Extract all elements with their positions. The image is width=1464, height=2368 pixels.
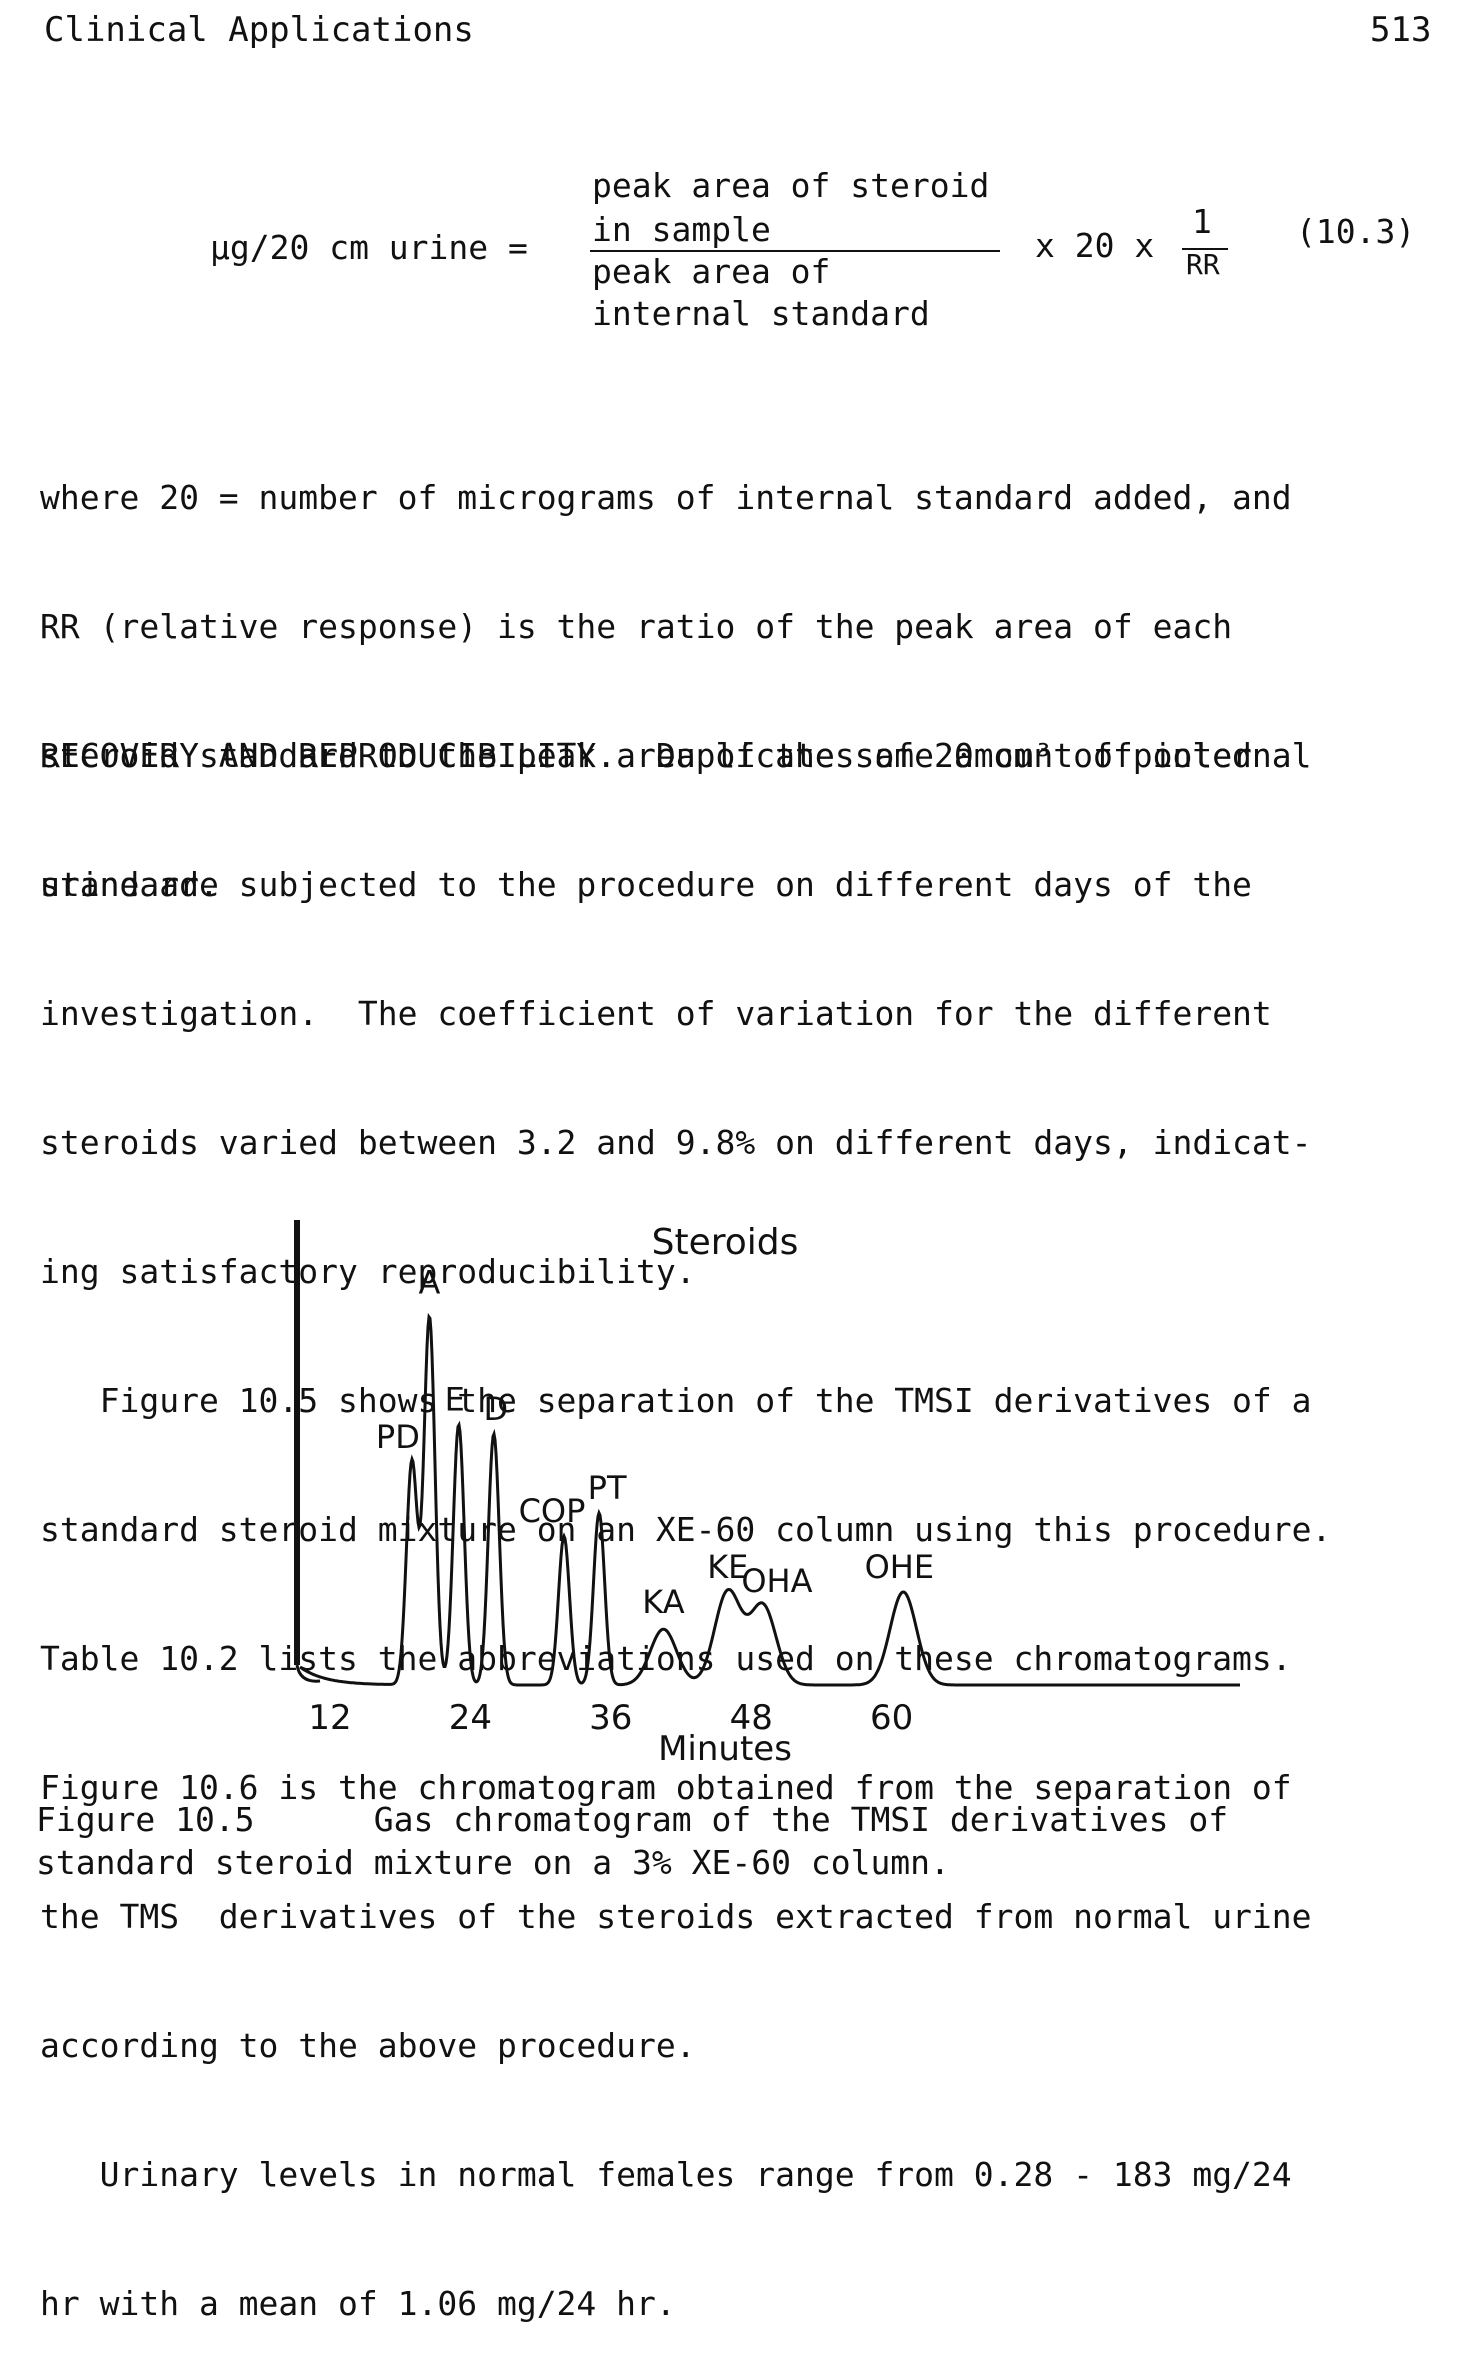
text-line: Figure 10.6 is the chromatogram obtained… (40, 1768, 1292, 1807)
text-line: the TMS derivatives of the steroids extr… (40, 1897, 1312, 1936)
text-line: where 20 = number of micrograms of inter… (40, 478, 1292, 517)
text-line: steroids varied between 3.2 and 9.8% on … (40, 1123, 1312, 1162)
peak-label-a: A (419, 1264, 441, 1302)
text-line: steroid standard to the peak area of the… (40, 736, 1312, 775)
solvent-tail (295, 1664, 321, 1683)
text-line: Table 10.2 lists the abbreviations used … (40, 1639, 1292, 1678)
text-line: RECOVERY AND REPRODUCIBILITY. Duplicates… (40, 736, 1252, 775)
x-tick-label-36: 36 (589, 1698, 632, 1738)
peak-label-ohe: OHE (865, 1548, 934, 1586)
chromatogram-trace (299, 1312, 1240, 1687)
text-line: investigation. The coefficient of variat… (40, 994, 1272, 1033)
equation-numerator-line2: in sample (592, 210, 771, 249)
page-number: 513 (1370, 10, 1432, 50)
text-line: Urinary levels in normal females range f… (40, 2155, 1292, 2194)
chart-title: Steroids (652, 1222, 799, 1263)
where-paragraph: where 20 = number of micrograms of inter… (40, 390, 1312, 949)
equation-lhs: µg/20 cm urine = (210, 228, 528, 267)
text-line: urine are subjected to the procedure on … (40, 865, 1252, 904)
small-fraction-bar (1182, 248, 1228, 250)
text-line: Figure 10.5 shows the separation of the … (40, 1381, 1312, 1420)
figure-caption-line2: standard steroid mixture on a 3% XE-60 c… (36, 1843, 950, 1882)
peak-label-e: E (445, 1381, 465, 1419)
equation-denominator-line1: peak area of (592, 252, 831, 291)
x-axis-label: Minutes (658, 1729, 792, 1769)
text-line: ing satisfactory reproducibility. (40, 1252, 696, 1291)
equation-factor: x 20 x (1035, 226, 1155, 265)
equation-numerator-line1: peak area of steroid (592, 166, 990, 205)
text-line: according to the above procedure. (40, 2026, 696, 2065)
x-tick-label-48: 48 (730, 1698, 773, 1738)
text-line: standard. (40, 865, 219, 904)
x-tick-label-24: 24 (449, 1698, 492, 1738)
equation-number: (10.3) (1296, 212, 1416, 251)
text-line: hr with a mean of 1.06 mg/24 hr. (40, 2284, 676, 2323)
equation-denominator-line2: internal standard (592, 294, 930, 333)
x-tick-label-60: 60 (870, 1698, 913, 1738)
peak-label-ke: KE (707, 1548, 748, 1586)
peak-label-ka: KA (642, 1583, 684, 1621)
text-line: standard steroid mixture on an XE-60 col… (40, 1510, 1332, 1549)
text-line: RR (relative response) is the ratio of t… (40, 607, 1233, 646)
peak-label-pd: PD (376, 1418, 420, 1456)
peak-label-oha: OHA (741, 1562, 812, 1600)
equation-small-denominator: RR (1186, 248, 1220, 281)
running-header: Clinical Applications (44, 10, 474, 50)
peak-label-pt: PT (588, 1469, 627, 1507)
peak-label-cop: COP (519, 1492, 586, 1530)
x-tick-label-12: 12 (308, 1698, 351, 1738)
fraction-bar (590, 250, 1000, 252)
equation-small-numerator: 1 (1192, 202, 1212, 241)
figure-caption-line1: Figure 10.5 Gas chromatogram of the TMSI… (36, 1800, 1229, 1839)
peak-label-d: D (483, 1390, 508, 1428)
